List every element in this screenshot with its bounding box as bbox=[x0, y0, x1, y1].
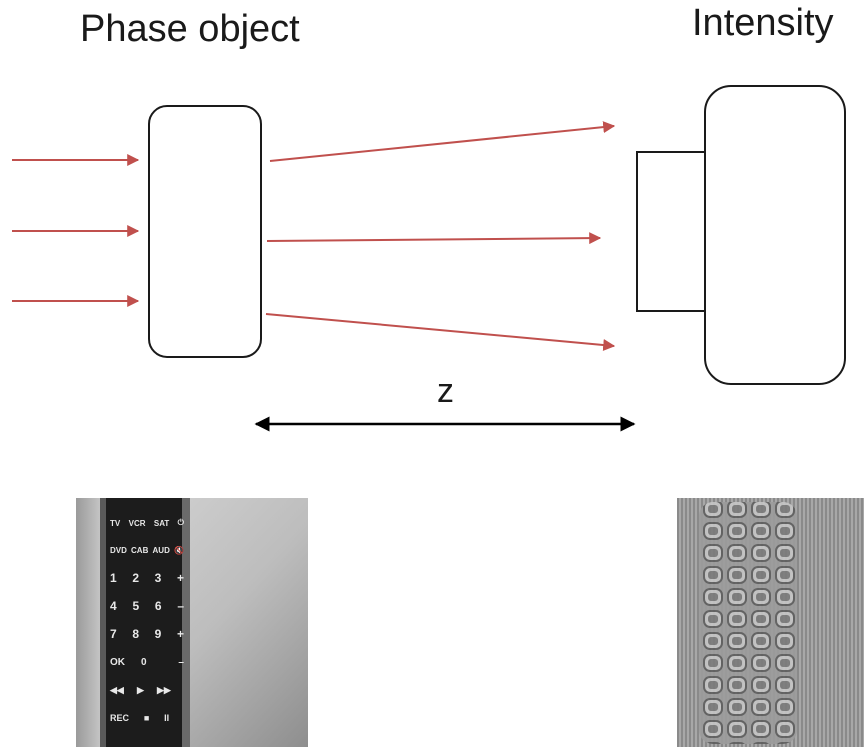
remote-row: TV VCR SAT ⏻ bbox=[110, 510, 184, 536]
remote-key: TV bbox=[110, 518, 121, 528]
remote-key: 1 bbox=[110, 571, 117, 585]
remote-row: OK 0 – bbox=[110, 648, 184, 676]
remote-row: ◀◀ ▶ ▶▶ bbox=[110, 676, 184, 704]
distance-label: z bbox=[437, 372, 454, 410]
remote-key: SAT bbox=[153, 518, 170, 528]
remote-key: 4 bbox=[110, 599, 117, 613]
remote-key: 2 bbox=[132, 571, 140, 585]
remote-key: 6 bbox=[154, 599, 162, 613]
phase-object-title: Phase object bbox=[80, 8, 300, 50]
remote-row: 7 8 9 + bbox=[110, 620, 184, 648]
remote-key: 0 bbox=[140, 656, 147, 668]
remote-key: VCR bbox=[128, 518, 146, 528]
remote-key: ◀◀ bbox=[110, 684, 124, 695]
remote-key: 🔇 bbox=[174, 545, 184, 555]
remote-keypad: TV VCR SAT ⏻ DVD CAB AUD 🔇 1 2 3 + 4 5 6… bbox=[110, 510, 184, 732]
remote-key: – bbox=[177, 599, 184, 613]
remote-key: ⏻ bbox=[177, 518, 184, 527]
remote-key: + bbox=[176, 627, 184, 641]
camera-body-box bbox=[704, 85, 846, 385]
remote-key: 5 bbox=[132, 599, 140, 613]
remote-key: 8 bbox=[132, 627, 140, 641]
remote-key: 9 bbox=[154, 627, 162, 641]
remote-row: 4 5 6 – bbox=[110, 592, 184, 620]
remote-key: ▶▶ bbox=[157, 684, 171, 695]
remote-key: + bbox=[176, 571, 184, 585]
remote-key: ■ bbox=[143, 713, 150, 723]
remote-key: II bbox=[164, 713, 170, 723]
remote-key: ▶ bbox=[136, 684, 144, 695]
diffracted-ray-middle bbox=[266, 232, 602, 245]
phase-object-box bbox=[148, 105, 262, 358]
remote-key: 3 bbox=[154, 571, 162, 585]
remote-row: REC ■ II bbox=[110, 704, 184, 732]
remote-key: CAB bbox=[131, 545, 149, 555]
diffracted-ray-top bbox=[269, 121, 616, 162]
intensity-title: Intensity bbox=[692, 2, 834, 44]
diffracted-ray-bottom bbox=[265, 313, 616, 351]
remote-key: DVD bbox=[110, 545, 127, 555]
camera-lens-box bbox=[636, 151, 708, 312]
remote-key: OK bbox=[110, 656, 125, 668]
remote-row: 1 2 3 + bbox=[110, 564, 184, 592]
remote-key: 7 bbox=[110, 627, 117, 641]
remote-key: – bbox=[178, 656, 184, 668]
remote-key: REC bbox=[110, 713, 130, 723]
phase-object-image: TV VCR SAT ⏻ DVD CAB AUD 🔇 1 2 3 + 4 5 6… bbox=[76, 498, 308, 747]
remote-key: AUD bbox=[152, 545, 170, 555]
intensity-image bbox=[677, 498, 864, 747]
remote-row: DVD CAB AUD 🔇 bbox=[110, 536, 184, 564]
